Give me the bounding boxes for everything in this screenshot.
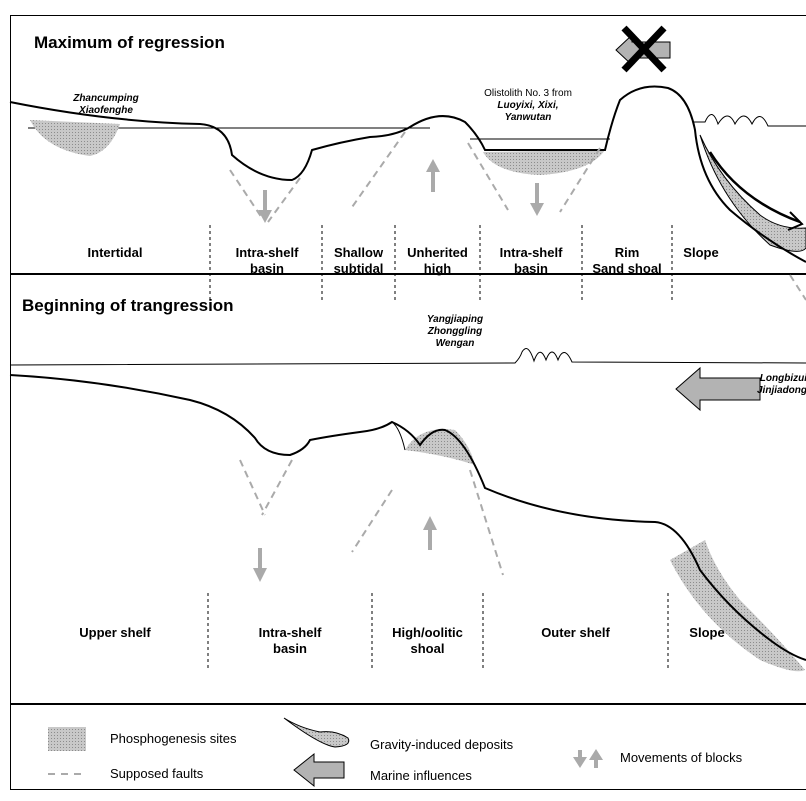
zone-dividers bbox=[209, 225, 673, 300]
marine-arrow-icon bbox=[675, 366, 761, 412]
panel-title: Beginning of trangression bbox=[22, 296, 234, 315]
panel-title: Maximum of regression bbox=[34, 33, 225, 52]
panel-regression bbox=[10, 15, 806, 275]
phosphogenesis-site bbox=[30, 120, 120, 156]
fault-lines bbox=[239, 459, 504, 576]
legend-label: Phosphogenesis sites bbox=[110, 731, 237, 746]
sea-floor bbox=[9, 374, 806, 661]
block-arrow-icon bbox=[573, 749, 603, 768]
gravity-flow-arrow bbox=[787, 211, 804, 231]
panel-transgression bbox=[10, 273, 806, 705]
zone-label: Upper shelf bbox=[79, 625, 151, 640]
legend-label: Gravity-induced deposits bbox=[370, 737, 514, 752]
sea-floor bbox=[9, 85, 806, 263]
zone-label: Outer shelf bbox=[541, 625, 610, 640]
phosphogenesis-site bbox=[483, 150, 605, 175]
panel-legend bbox=[10, 703, 806, 790]
zone-label: Intertidal bbox=[87, 245, 143, 260]
block-movement-arrows bbox=[258, 159, 544, 223]
block-movement-arrows bbox=[253, 516, 437, 582]
location-label: Luoyixi, Xixi,Yanwutan bbox=[497, 100, 559, 123]
legend-gravity-swatch bbox=[283, 717, 350, 748]
olistolith-label: Olistolith No. 3 from bbox=[484, 88, 572, 99]
legend-phosphogenesis-swatch bbox=[48, 727, 86, 751]
wave-line bbox=[693, 114, 806, 127]
phosphogenesis-site bbox=[670, 540, 805, 672]
marine-arrow-icon bbox=[293, 752, 345, 788]
legend-label: Marine influences bbox=[370, 768, 472, 783]
legend-label: Supposed faults bbox=[110, 766, 204, 781]
sea-floor bbox=[391, 421, 406, 451]
cross-icon bbox=[615, 25, 671, 73]
legend-label: Movements of blocks bbox=[620, 750, 743, 765]
zone-label: Slope bbox=[689, 625, 725, 640]
zone-dividers bbox=[207, 593, 669, 668]
sea-level-line bbox=[9, 348, 806, 366]
gravity-flow-arrow bbox=[708, 151, 801, 224]
zone-label: Slope bbox=[683, 245, 719, 260]
fault-lines bbox=[229, 131, 806, 301]
